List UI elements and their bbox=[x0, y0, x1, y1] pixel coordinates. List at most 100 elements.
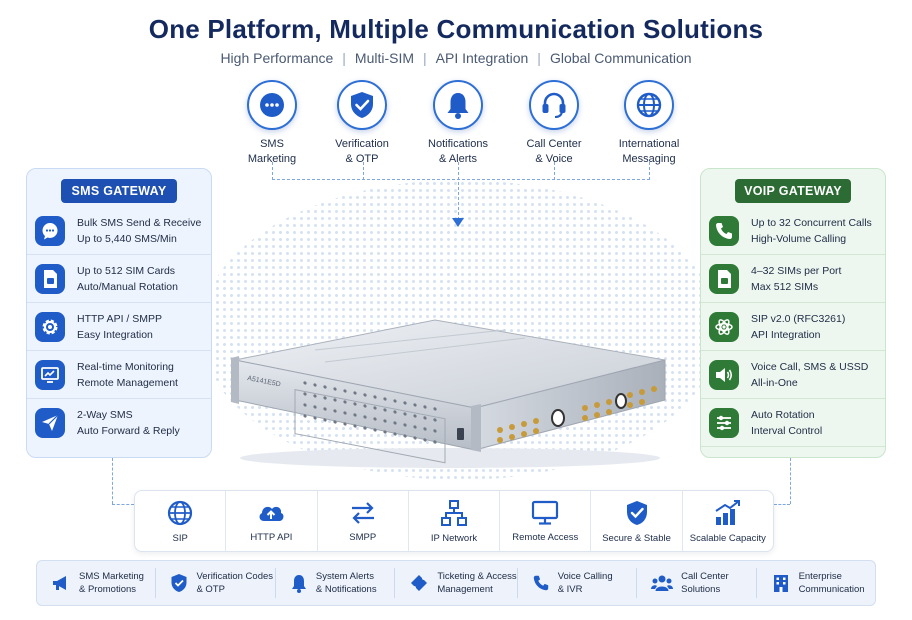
subtitle-item: Global Communication bbox=[549, 50, 692, 66]
solution-label: & Voice bbox=[535, 153, 573, 165]
use-case-text: Ticketing & Access bbox=[437, 571, 517, 582]
bell-icon bbox=[291, 575, 306, 593]
sms-feature-row: HTTP API / SMPP Easy Integration bbox=[27, 303, 211, 351]
solution-label: Call Center bbox=[526, 138, 582, 150]
arrow-down-icon bbox=[452, 218, 464, 227]
solution-label: Messaging bbox=[622, 153, 676, 165]
feature-secure-stable: Secure & Stable bbox=[591, 491, 683, 551]
connector-line bbox=[112, 504, 134, 505]
row-text: Auto/Manual Rotation bbox=[77, 280, 178, 293]
cloud-upload-icon bbox=[259, 506, 284, 521]
solution-label: SMS bbox=[260, 138, 284, 150]
chat-bubble-icon bbox=[247, 80, 297, 130]
feature-label: Scalable Capacity bbox=[689, 532, 766, 544]
use-case-sms-marketing: SMS Marketing & Promotions bbox=[37, 568, 157, 598]
people-icon bbox=[651, 575, 674, 591]
use-case-text: Enterprise bbox=[798, 571, 842, 582]
solution-label: International bbox=[618, 138, 680, 150]
use-case-verification: Verification Codes& OTP bbox=[156, 568, 276, 598]
feature-http-api: HTTP API bbox=[226, 491, 318, 551]
row-text: Bulk SMS Send & Receive bbox=[77, 216, 202, 229]
use-case-text: Call Center bbox=[681, 571, 729, 582]
use-case-text: Management bbox=[437, 584, 493, 595]
use-case-text: Solutions bbox=[681, 584, 721, 595]
page-title: One Platform, Multiple Communication Sol… bbox=[148, 14, 764, 44]
feature-smpp: SMPP bbox=[318, 491, 409, 551]
row-text: SIP v2.0 (RFC3261) bbox=[751, 312, 846, 325]
feature-label: SIP bbox=[172, 532, 188, 544]
use-cases-row: SMS Marketing & Promotions Verification C… bbox=[36, 560, 876, 606]
solution-label: Marketing bbox=[247, 153, 297, 165]
gateway-device-image: A5141E5D bbox=[231, 319, 666, 468]
monitor-chart-icon bbox=[35, 359, 65, 390]
connector-line bbox=[363, 162, 364, 180]
solution-call-center-voice: Call Center & Voice bbox=[509, 80, 599, 167]
ticket-icon bbox=[411, 575, 428, 591]
solutions-row: SMS Marketing Verification& OTP Notificat… bbox=[0, 80, 912, 170]
feature-label: IP Network bbox=[430, 532, 478, 544]
connector-line bbox=[112, 458, 113, 504]
atom-icon bbox=[709, 311, 739, 342]
shield-check-icon bbox=[171, 574, 187, 592]
connector-line bbox=[790, 458, 791, 504]
use-case-text: SMS Marketing bbox=[79, 571, 144, 582]
use-case-text: & Promotions bbox=[79, 584, 137, 595]
building-icon bbox=[773, 575, 788, 592]
row-text: Max 512 SIMs bbox=[751, 280, 819, 293]
growth-chart-icon bbox=[715, 499, 740, 525]
feature-scalable-capacity: Scalable Capacity bbox=[683, 491, 773, 551]
row-text: Up to 512 SIM Cards bbox=[77, 264, 176, 277]
feature-label: Remote Access bbox=[512, 531, 579, 543]
use-case-text: & IVR bbox=[557, 584, 583, 595]
monitor-icon bbox=[532, 500, 559, 525]
row-text: Auto Forward & Reply bbox=[77, 425, 180, 437]
use-case-system-alerts: System Alerts & Notifications bbox=[276, 568, 396, 598]
row-text: 4–32 SIMs per Port bbox=[751, 264, 842, 277]
solution-label: & Alerts bbox=[439, 153, 477, 165]
row-text: API Integration bbox=[751, 328, 821, 341]
use-case-text: & Notifications bbox=[315, 584, 377, 595]
globe-icon bbox=[168, 500, 193, 525]
sim-card-icon bbox=[35, 263, 65, 294]
subtitle-item: Multi-SIM bbox=[354, 50, 415, 66]
shield-check-icon bbox=[337, 80, 387, 130]
use-case-text: System Alerts bbox=[315, 571, 374, 582]
arrows-swap-icon bbox=[351, 501, 374, 524]
use-case-text: Verification Codes bbox=[196, 571, 274, 582]
solution-sms-marketing: SMS Marketing bbox=[227, 80, 317, 167]
sim-card-icon bbox=[709, 263, 739, 294]
solution-verification-otp: Verification& OTP bbox=[317, 80, 407, 167]
row-text: Remote Management bbox=[77, 376, 178, 389]
sms-gateway-title: SMS GATEWAY bbox=[61, 179, 177, 203]
sliders-icon bbox=[709, 407, 739, 438]
network-icon bbox=[440, 499, 467, 526]
solution-notifications-alerts: Notifications & Alerts bbox=[413, 80, 503, 167]
speaker-icon bbox=[709, 359, 739, 390]
connector-line bbox=[458, 162, 459, 220]
feature-label: SMPP bbox=[349, 531, 377, 543]
row-text: Voice Call, SMS & USSD bbox=[751, 360, 869, 373]
row-text: HTTP API / SMPP bbox=[77, 312, 162, 325]
megaphone-icon bbox=[53, 576, 66, 590]
row-text: Easy Integration bbox=[77, 328, 153, 341]
protocol-features-row: SIP HTTP API SMPP IP Network Remote Acce… bbox=[134, 490, 774, 552]
solution-label: & OTP bbox=[345, 153, 379, 165]
feature-remote-access: Remote Access bbox=[500, 491, 592, 551]
phone-icon bbox=[709, 215, 739, 246]
gear-icon bbox=[35, 311, 65, 342]
feature-label: Secure & Stable bbox=[602, 532, 671, 544]
solution-label: Notifications bbox=[428, 138, 488, 150]
connector-line bbox=[272, 162, 650, 180]
feature-ip-network: IP Network bbox=[409, 491, 501, 551]
